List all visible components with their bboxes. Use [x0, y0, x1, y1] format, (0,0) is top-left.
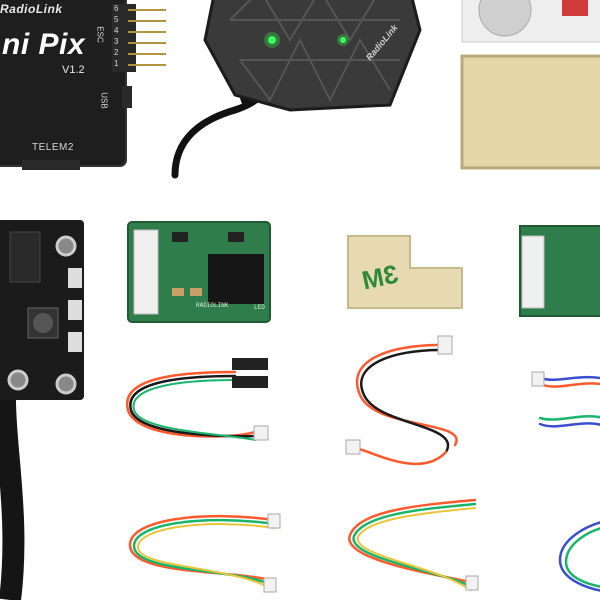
fc-pin-number: 5: [114, 15, 119, 24]
fc-pin-number: 3: [114, 37, 119, 46]
fc-pin-number: 2: [114, 48, 119, 57]
fc-pin-number: 1: [114, 59, 119, 68]
fc-pin-number: 4: [114, 26, 119, 35]
i2c-brand-label: RADIOLINK: [196, 302, 229, 309]
fc-title-label: ni Pix: [2, 28, 86, 61]
i2c-led-label: LED: [254, 304, 265, 311]
fc-pin-number: 6: [114, 4, 119, 13]
fc-version-label: V1.2: [62, 64, 85, 76]
fc-port-telem-label: TELEM2: [32, 142, 74, 153]
fc-brand-label: RadioLink: [0, 2, 63, 16]
